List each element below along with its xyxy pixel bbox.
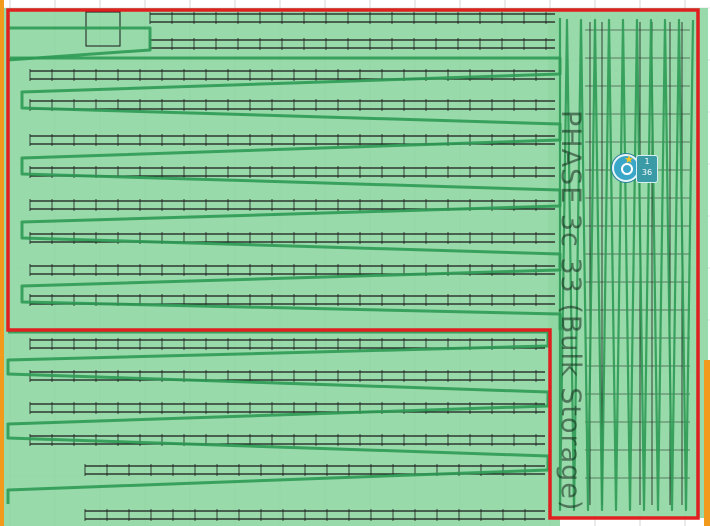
edge-accent — [704, 360, 710, 526]
zone-label: PHASE 3c 33 (Bulk Storage) — [555, 110, 586, 512]
star-icon: ★ — [624, 153, 634, 166]
location-pin-icon — [612, 154, 640, 182]
edge-accent — [0, 0, 4, 526]
zone-boundary — [6, 8, 700, 520]
location-marker[interactable]: ★ — [612, 154, 640, 182]
marker-count-badge[interactable]: 1 36 — [636, 155, 658, 183]
badge-bottom-count: 36 — [641, 168, 653, 177]
pick-path — [6, 330, 550, 504]
pick-path — [558, 18, 695, 512]
badge-top-count: 1 — [644, 157, 650, 166]
pick-path — [7, 26, 152, 62]
